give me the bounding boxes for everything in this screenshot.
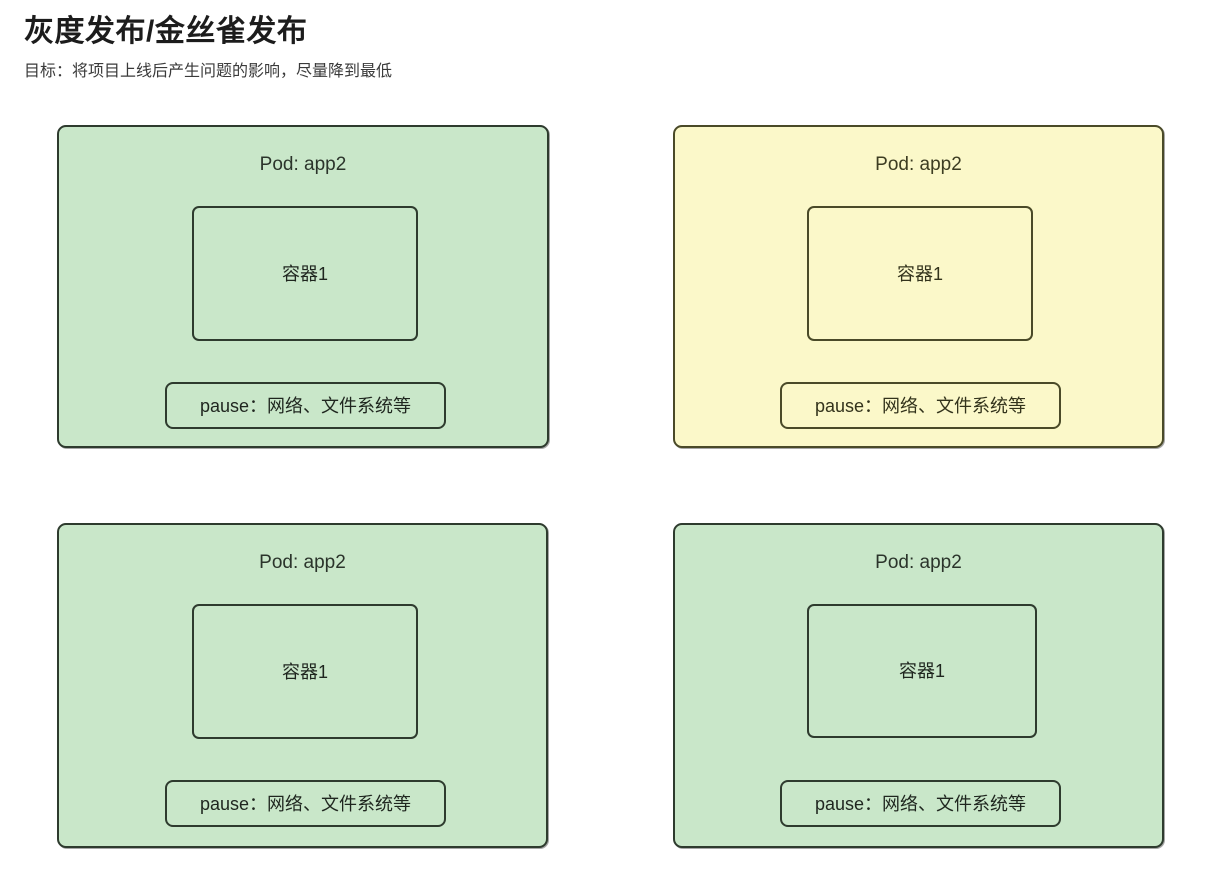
container-label: 容器1 — [281, 263, 328, 284]
pause-container-box[interactable]: pause：网络、文件系统等 — [780, 780, 1061, 827]
pod-bottom-right[interactable]: Pod: app2 容器1 pause：网络、文件系统等 — [673, 523, 1164, 848]
pod-title: Pod: app2 — [259, 154, 347, 175]
pod-title: Pod: app2 — [875, 552, 962, 573]
pod-title: Pod: app2 — [875, 154, 962, 175]
pause-container-label: pause：网络、文件系统等 — [814, 793, 1027, 814]
pod-title: Pod: app2 — [259, 552, 346, 573]
container-box[interactable]: 容器1 — [192, 206, 418, 341]
pod-bottom-left[interactable]: Pod: app2 容器1 pause：网络、文件系统等 — [57, 523, 548, 848]
container-box[interactable]: 容器1 — [807, 604, 1037, 738]
page-title: 灰度发布/金丝雀发布 — [24, 15, 308, 48]
container-label: 容器1 — [896, 263, 943, 284]
page-header: 灰度发布/金丝雀发布 目标：将项目上线后产生问题的影响，尽量降到最低 — [24, 14, 1184, 83]
pause-container-label: pause：网络、文件系统等 — [199, 395, 412, 416]
pause-container-box[interactable]: pause：网络、文件系统等 — [165, 780, 446, 827]
page-subtitle: 目标：将项目上线后产生问题的影响，尽量降到最低 — [24, 63, 393, 80]
pod-top-left[interactable]: Pod: app2 容器1 pause：网络、文件系统等 — [57, 125, 549, 448]
container-box[interactable]: 容器1 — [192, 604, 418, 739]
pause-container-box[interactable]: pause：网络、文件系统等 — [780, 382, 1061, 429]
pod-top-right[interactable]: Pod: app2 容器1 pause：网络、文件系统等 — [673, 125, 1164, 448]
pause-container-label: pause：网络、文件系统等 — [814, 395, 1027, 416]
container-label: 容器1 — [898, 661, 945, 681]
pause-container-box[interactable]: pause：网络、文件系统等 — [165, 382, 446, 429]
pause-container-label: pause：网络、文件系统等 — [199, 793, 412, 814]
container-box[interactable]: 容器1 — [807, 206, 1033, 341]
container-label: 容器1 — [281, 661, 328, 682]
